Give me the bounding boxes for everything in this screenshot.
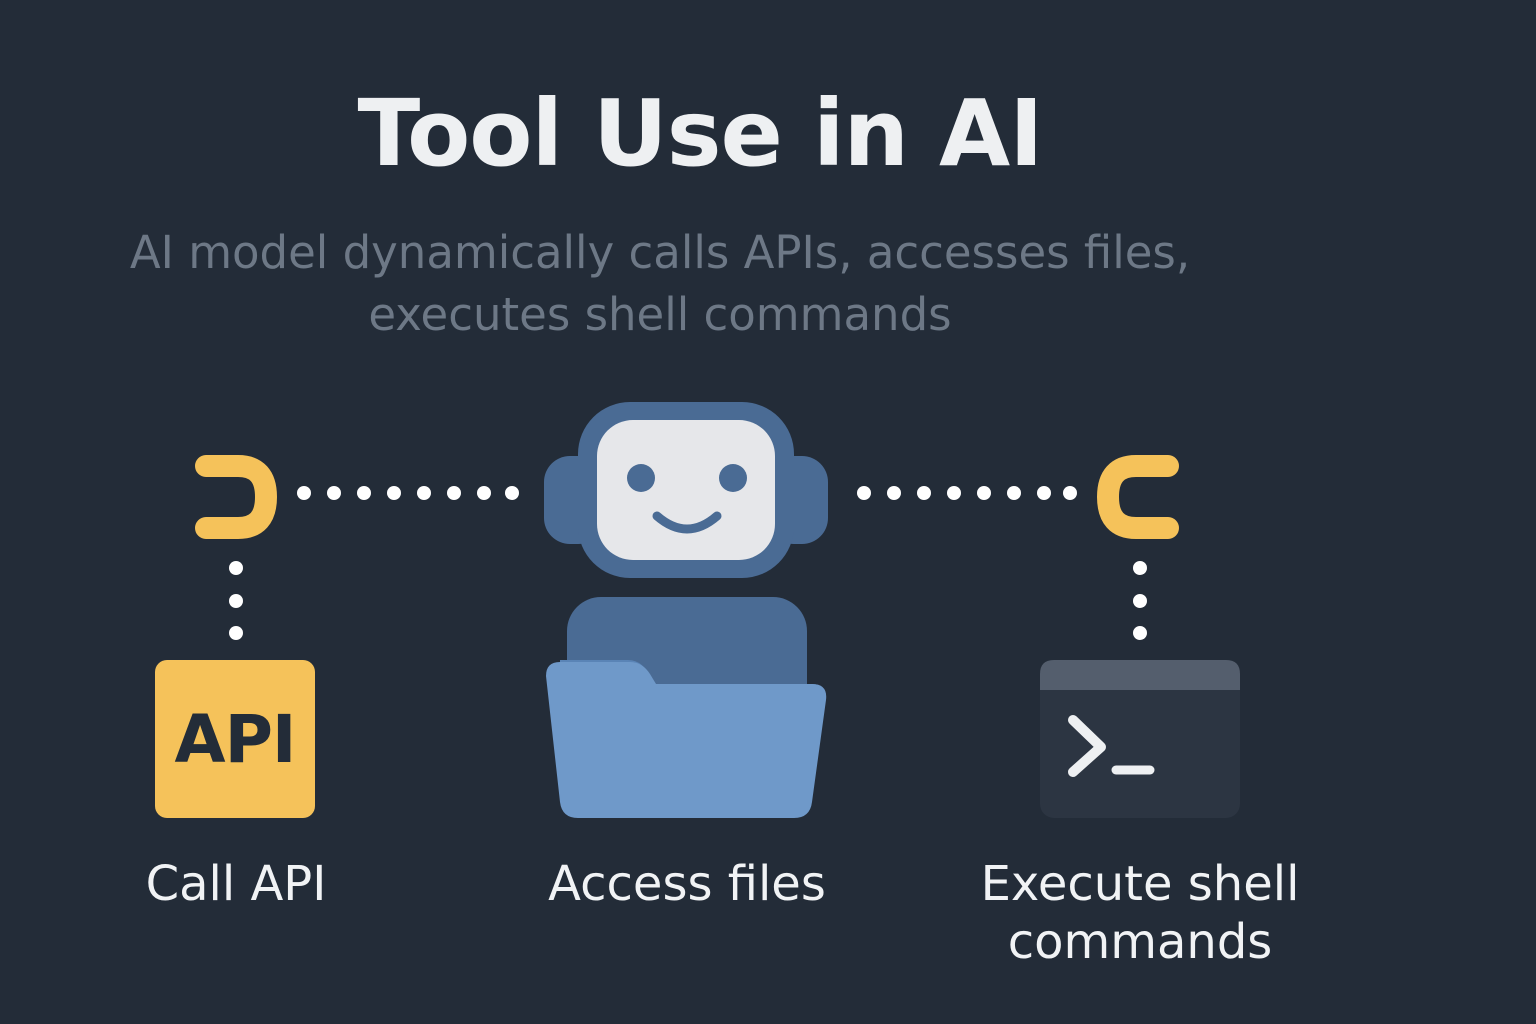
left-connector-icon bbox=[195, 455, 278, 539]
folder-icon bbox=[546, 660, 827, 818]
right-connector-icon bbox=[1096, 455, 1179, 539]
execute-shell-label-line-1: Execute shell bbox=[980, 856, 1300, 912]
page-title: Tool Use in AI bbox=[357, 80, 1044, 187]
right-horizontal-dots bbox=[857, 486, 1077, 500]
page-subtitle: AI model dynamically calls APIs, accesse… bbox=[80, 222, 1240, 346]
subtitle-line-2: executes shell commands bbox=[368, 288, 952, 341]
access-files-label: Access files bbox=[537, 855, 837, 913]
call-api-label-text: Call API bbox=[145, 856, 327, 912]
right-vertical-dots bbox=[1133, 561, 1147, 640]
access-files-label-text: Access files bbox=[548, 856, 826, 912]
left-vertical-dots bbox=[229, 561, 243, 640]
terminal-icon bbox=[1040, 660, 1240, 818]
call-api-label: Call API bbox=[86, 855, 386, 913]
execute-shell-label-line-2: commands bbox=[1007, 914, 1273, 970]
left-horizontal-dots bbox=[297, 486, 519, 500]
subtitle-line-1: AI model dynamically calls APIs, accesse… bbox=[129, 226, 1191, 279]
api-badge-text: API bbox=[174, 700, 296, 778]
robot-icon bbox=[544, 402, 828, 737]
api-badge-icon bbox=[155, 660, 315, 818]
execute-shell-label: Execute shell commands bbox=[960, 855, 1320, 971]
